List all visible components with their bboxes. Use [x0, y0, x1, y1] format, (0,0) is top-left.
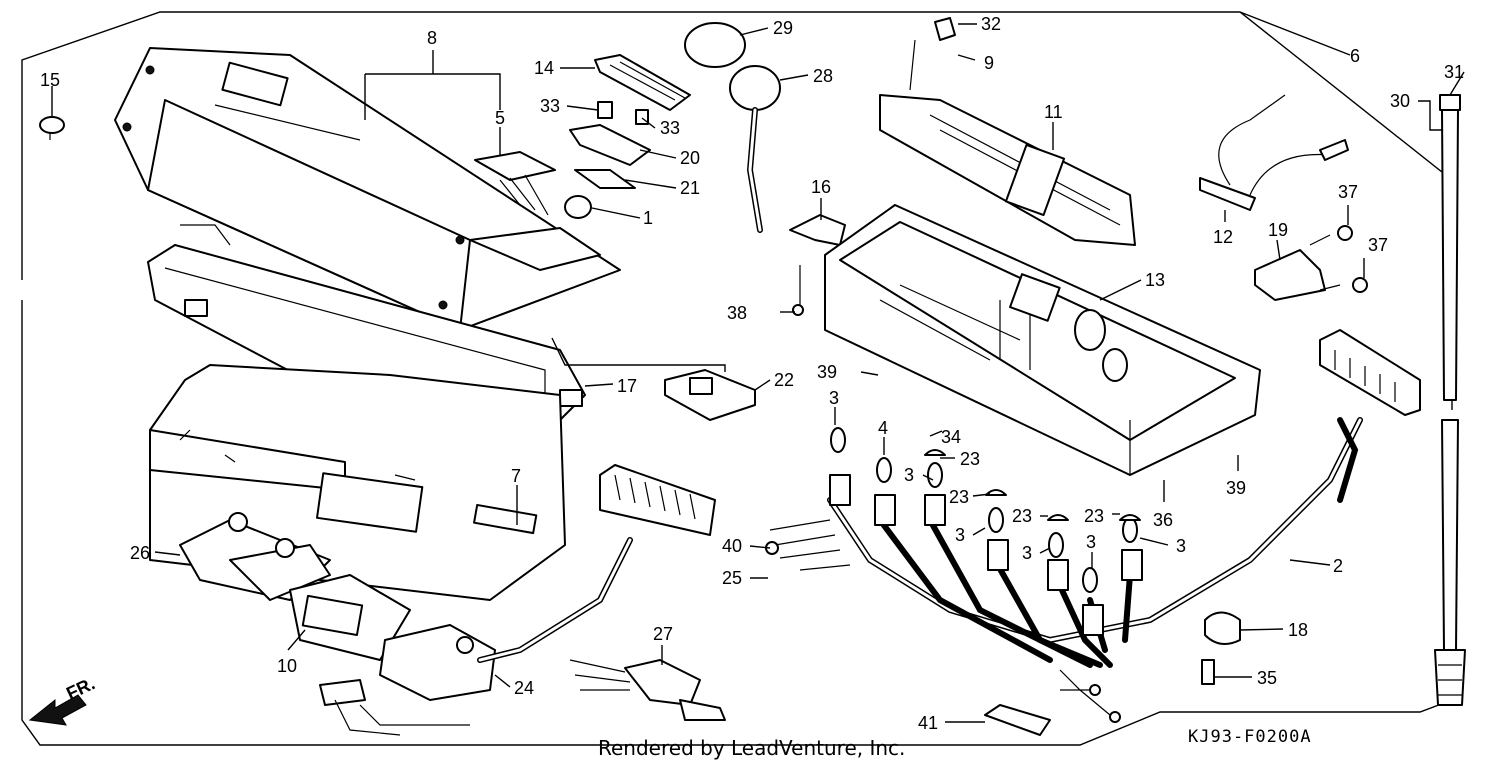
callout-33: 33	[540, 96, 560, 116]
connector-harness-part	[477, 464, 716, 663]
callout-10: 10	[277, 656, 297, 676]
buzzer-part	[684, 22, 781, 233]
clip-15-part	[39, 116, 65, 140]
callout-15: 15	[40, 70, 60, 90]
callout-3: 3	[1086, 532, 1096, 552]
callout-39: 39	[817, 362, 837, 382]
callout-12: 12	[1213, 227, 1233, 247]
callout-11: 11	[1044, 102, 1063, 122]
meter-cover-part	[114, 47, 621, 331]
callout-38: 38	[727, 303, 747, 323]
bracket-part	[789, 214, 846, 316]
callout-3: 3	[1022, 543, 1032, 563]
callout-40: 40	[722, 536, 742, 556]
callout-2: 2	[1333, 556, 1343, 576]
speedometer-cable-part	[1434, 94, 1466, 706]
callout-28: 28	[813, 66, 833, 86]
callout-8: 8	[427, 28, 437, 48]
callout-37: 37	[1368, 235, 1388, 255]
callout-33: 33	[660, 118, 680, 138]
callout-23: 23	[949, 487, 969, 507]
callout-23: 23	[960, 449, 980, 469]
callout-34: 34	[941, 427, 961, 447]
callout-36: 36	[1153, 510, 1173, 530]
meter-case-housing-part	[824, 204, 1261, 476]
callout-3: 3	[829, 388, 839, 408]
front-direction-arrow-icon	[28, 694, 87, 726]
main-harness-connector-part	[1319, 329, 1421, 503]
callout-21: 21	[680, 178, 700, 198]
callout-18: 18	[1288, 620, 1308, 640]
callout-3: 3	[904, 465, 914, 485]
callout-9: 9	[984, 53, 994, 73]
callout-labels: 1 2 3 3 3 3 3 3 4 5 6 7 8 9 10 11 12 13 …	[40, 14, 1464, 733]
clamp-18-part	[1204, 611, 1241, 645]
front-direction-label: FR.	[63, 673, 98, 703]
callout-26: 26	[130, 543, 150, 563]
callout-7: 7	[511, 466, 521, 486]
callout-22: 22	[774, 370, 794, 390]
callout-37: 37	[1338, 182, 1358, 202]
callout-41: 41	[918, 713, 938, 733]
callout-23: 23	[1012, 506, 1032, 526]
callout-13: 13	[1145, 270, 1165, 290]
resistor-part	[1254, 225, 1368, 301]
callout-27: 27	[653, 624, 673, 644]
callout-32: 32	[981, 14, 1001, 34]
indicator-lens-parts	[474, 54, 691, 219]
band-41-part	[984, 704, 1051, 736]
leader-lines	[51, 11, 1465, 723]
callout-25: 25	[722, 568, 742, 588]
relay-part	[569, 659, 726, 721]
callout-20: 20	[680, 148, 700, 168]
callout-24: 24	[514, 678, 534, 698]
meter-switch-assembly	[179, 512, 496, 736]
callout-31: 31	[1444, 62, 1464, 82]
callout-3: 3	[1176, 536, 1186, 556]
callout-23: 23	[1084, 506, 1104, 526]
callout-4: 4	[878, 418, 888, 438]
callout-14: 14	[534, 58, 554, 78]
callout-30: 30	[1390, 91, 1410, 111]
bulb-socket-harness-part	[765, 417, 1363, 723]
callout-39: 39	[1226, 478, 1246, 498]
gauge-unit-part	[879, 17, 1136, 246]
screw-35-part	[1201, 659, 1215, 685]
credit-text: Rendered by LeadVenture, Inc.	[598, 736, 905, 760]
callout-5: 5	[495, 108, 505, 128]
sensor-part	[1199, 94, 1349, 211]
callout-35: 35	[1257, 668, 1277, 688]
figure-code: KJ93-F0200A	[1188, 727, 1312, 747]
callout-19: 19	[1268, 220, 1288, 240]
callout-29: 29	[773, 18, 793, 38]
callout-16: 16	[811, 177, 831, 197]
callout-6: 6	[1350, 46, 1360, 66]
callout-3: 3	[955, 525, 965, 545]
bracket-22-part	[664, 369, 756, 421]
callout-1: 1	[643, 208, 653, 228]
callout-17: 17	[617, 376, 637, 396]
